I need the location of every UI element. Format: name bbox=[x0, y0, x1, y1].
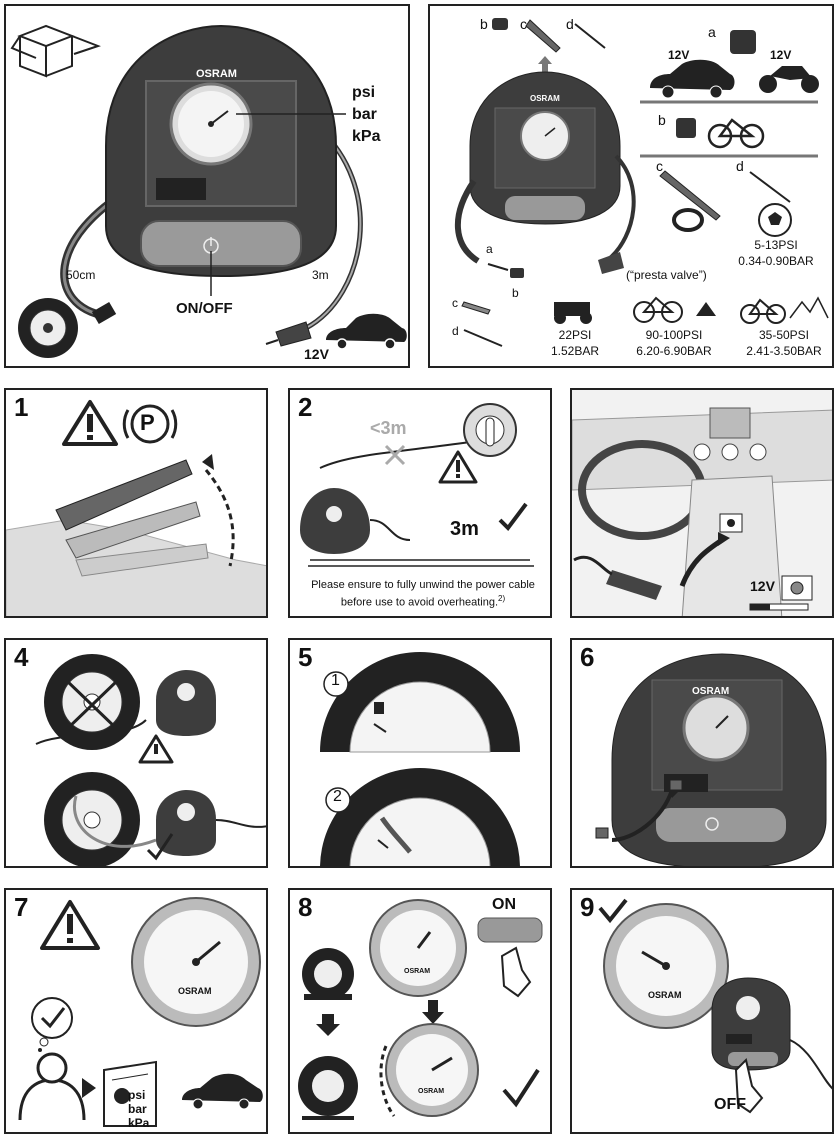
warning-icon bbox=[62, 400, 118, 446]
step-9-panel: 9 OFF OSRAM bbox=[570, 888, 834, 1134]
step-number: 9 bbox=[580, 892, 595, 922]
adapters-illustration bbox=[454, 18, 829, 347]
car-icon bbox=[182, 1073, 263, 1110]
car-voltage-label: 12V bbox=[668, 48, 690, 62]
adapter-c2-label: c bbox=[656, 158, 663, 174]
step-6-panel: 6 OSRAM bbox=[570, 638, 834, 868]
adapter-d3-label: d bbox=[452, 324, 459, 338]
mtb-psi: 35-50PSI bbox=[758, 328, 810, 342]
distance-warning: <3m bbox=[370, 418, 407, 438]
bicycle-icon bbox=[707, 118, 765, 149]
cable-length-label: 3m bbox=[312, 268, 329, 282]
warning-icon bbox=[138, 734, 174, 764]
on-off-label: ON/OFF bbox=[176, 300, 233, 317]
hose-length-label: 50cm bbox=[66, 268, 96, 282]
road-bike-psi: 90-100PSI bbox=[645, 328, 703, 342]
step-number: 7 bbox=[14, 892, 29, 922]
motorcycle-icon bbox=[759, 66, 819, 93]
step-number: 5 bbox=[298, 642, 313, 672]
mower-psi: 22PSI bbox=[558, 328, 592, 342]
unit-kpa: kPa bbox=[128, 1116, 150, 1130]
step-2-panel: 2 <3m 3m Please ensure to fully unwind t… bbox=[288, 388, 552, 618]
brand-label: OSRAM bbox=[530, 94, 560, 103]
step-number: 8 bbox=[298, 892, 313, 922]
brand-label-2: OSRAM bbox=[418, 1088, 445, 1095]
unwind-note-footnote: 2) bbox=[498, 594, 506, 603]
substep-2: 2 bbox=[333, 788, 342, 805]
adapter-d-label: d bbox=[566, 16, 574, 32]
step-4-panel: 4 bbox=[4, 638, 268, 868]
car-icon bbox=[650, 59, 735, 99]
mountain-bike-icon bbox=[740, 298, 786, 324]
mtb-bar: 2.41-3.50BAR bbox=[746, 344, 822, 358]
adapter-a3-label: a bbox=[486, 242, 493, 256]
adapter-b-label: b bbox=[480, 16, 488, 32]
parking-brake-icon bbox=[122, 404, 178, 444]
brand-label: OSRAM bbox=[404, 968, 431, 975]
box-icon bbox=[10, 24, 101, 78]
distance-ok: 3m bbox=[450, 518, 479, 540]
off-button-label: OFF bbox=[714, 1096, 746, 1113]
adapter-a-label: a bbox=[708, 24, 716, 40]
unit-bar: bar bbox=[128, 1102, 147, 1116]
unwind-note-text: Please ensure to fully unwind the power … bbox=[311, 579, 535, 609]
road-bike-bar: 6.20-6.90BAR bbox=[636, 344, 712, 358]
ball-icon bbox=[758, 203, 792, 237]
cable-unwind-illustration bbox=[300, 403, 534, 567]
brand-label: OSRAM bbox=[648, 990, 682, 1000]
step-number: 1 bbox=[14, 392, 29, 422]
step-number: 2 bbox=[298, 392, 313, 422]
lawn-mower-icon bbox=[554, 302, 592, 324]
overview-panel: OSRAM psi bar kPa 50cm 3m ON/OFF 12V bbox=[4, 4, 410, 368]
brand-label: OSRAM bbox=[178, 986, 212, 996]
adapter-d2-label: d bbox=[736, 158, 744, 174]
voltage-label: 12V bbox=[750, 578, 775, 594]
on-button-label: ON bbox=[492, 896, 516, 913]
unwind-note: Please ensure to fully unwind the power … bbox=[298, 578, 548, 610]
brand-label: OSRAM bbox=[196, 68, 237, 80]
step-number: 6 bbox=[580, 642, 595, 672]
parking-symbol: P bbox=[140, 410, 155, 435]
check-pressure-illustration bbox=[18, 897, 263, 1127]
adapter-c3-label: c bbox=[452, 296, 458, 310]
car-icon bbox=[326, 313, 407, 350]
unit-bar: bar bbox=[352, 106, 377, 123]
switch-off-illustration bbox=[598, 898, 832, 1114]
step-5-panel: 5 1 2 bbox=[288, 638, 552, 868]
step-8-panel: 8 ON OSRAM OSRAM bbox=[288, 888, 552, 1134]
adapters-panel: OSRAM b c d a 12V 12V b c d 5-13PSI 0.34… bbox=[428, 4, 834, 368]
adapter-b2-label: b bbox=[658, 112, 666, 128]
unit-psi: psi bbox=[352, 84, 376, 101]
inflate-illustration bbox=[298, 899, 543, 1120]
adapter-c-label: c bbox=[520, 16, 527, 32]
dashboard-illustration bbox=[572, 390, 832, 616]
step-number: 4 bbox=[14, 642, 29, 672]
handbrake-illustration bbox=[6, 400, 266, 616]
warning-icon bbox=[438, 450, 478, 484]
ball-pressure-bar: 0.34-0.90BAR bbox=[738, 254, 814, 268]
step-1-panel: 1 P bbox=[4, 388, 268, 618]
unit-kpa: kPa bbox=[352, 128, 381, 145]
mower-bar: 1.52BAR bbox=[550, 344, 600, 358]
voltage-label: 12V bbox=[304, 346, 329, 362]
moto-voltage-label: 12V bbox=[770, 48, 792, 62]
warning-icon bbox=[40, 900, 100, 950]
substep-1: 1 bbox=[331, 672, 340, 689]
road-bike-icon bbox=[633, 296, 683, 323]
step-3-panel: 3 12V bbox=[570, 388, 834, 618]
adapter-b3-label: b bbox=[512, 286, 519, 300]
ball-pressure-psi: 5-13PSI bbox=[754, 238, 798, 252]
step-7-panel: 7 psi bar kPa OSRAM bbox=[4, 888, 268, 1134]
presta-valve-label: (“presta valve”) bbox=[626, 268, 707, 282]
compressor-closeup-illustration bbox=[595, 653, 827, 866]
brand-label: OSRAM bbox=[692, 686, 730, 697]
unit-psi: psi bbox=[128, 1088, 146, 1102]
valve-cap-illustration bbox=[320, 652, 520, 866]
hose-connection-illustration bbox=[35, 654, 266, 866]
compressor-illustration bbox=[10, 24, 407, 358]
